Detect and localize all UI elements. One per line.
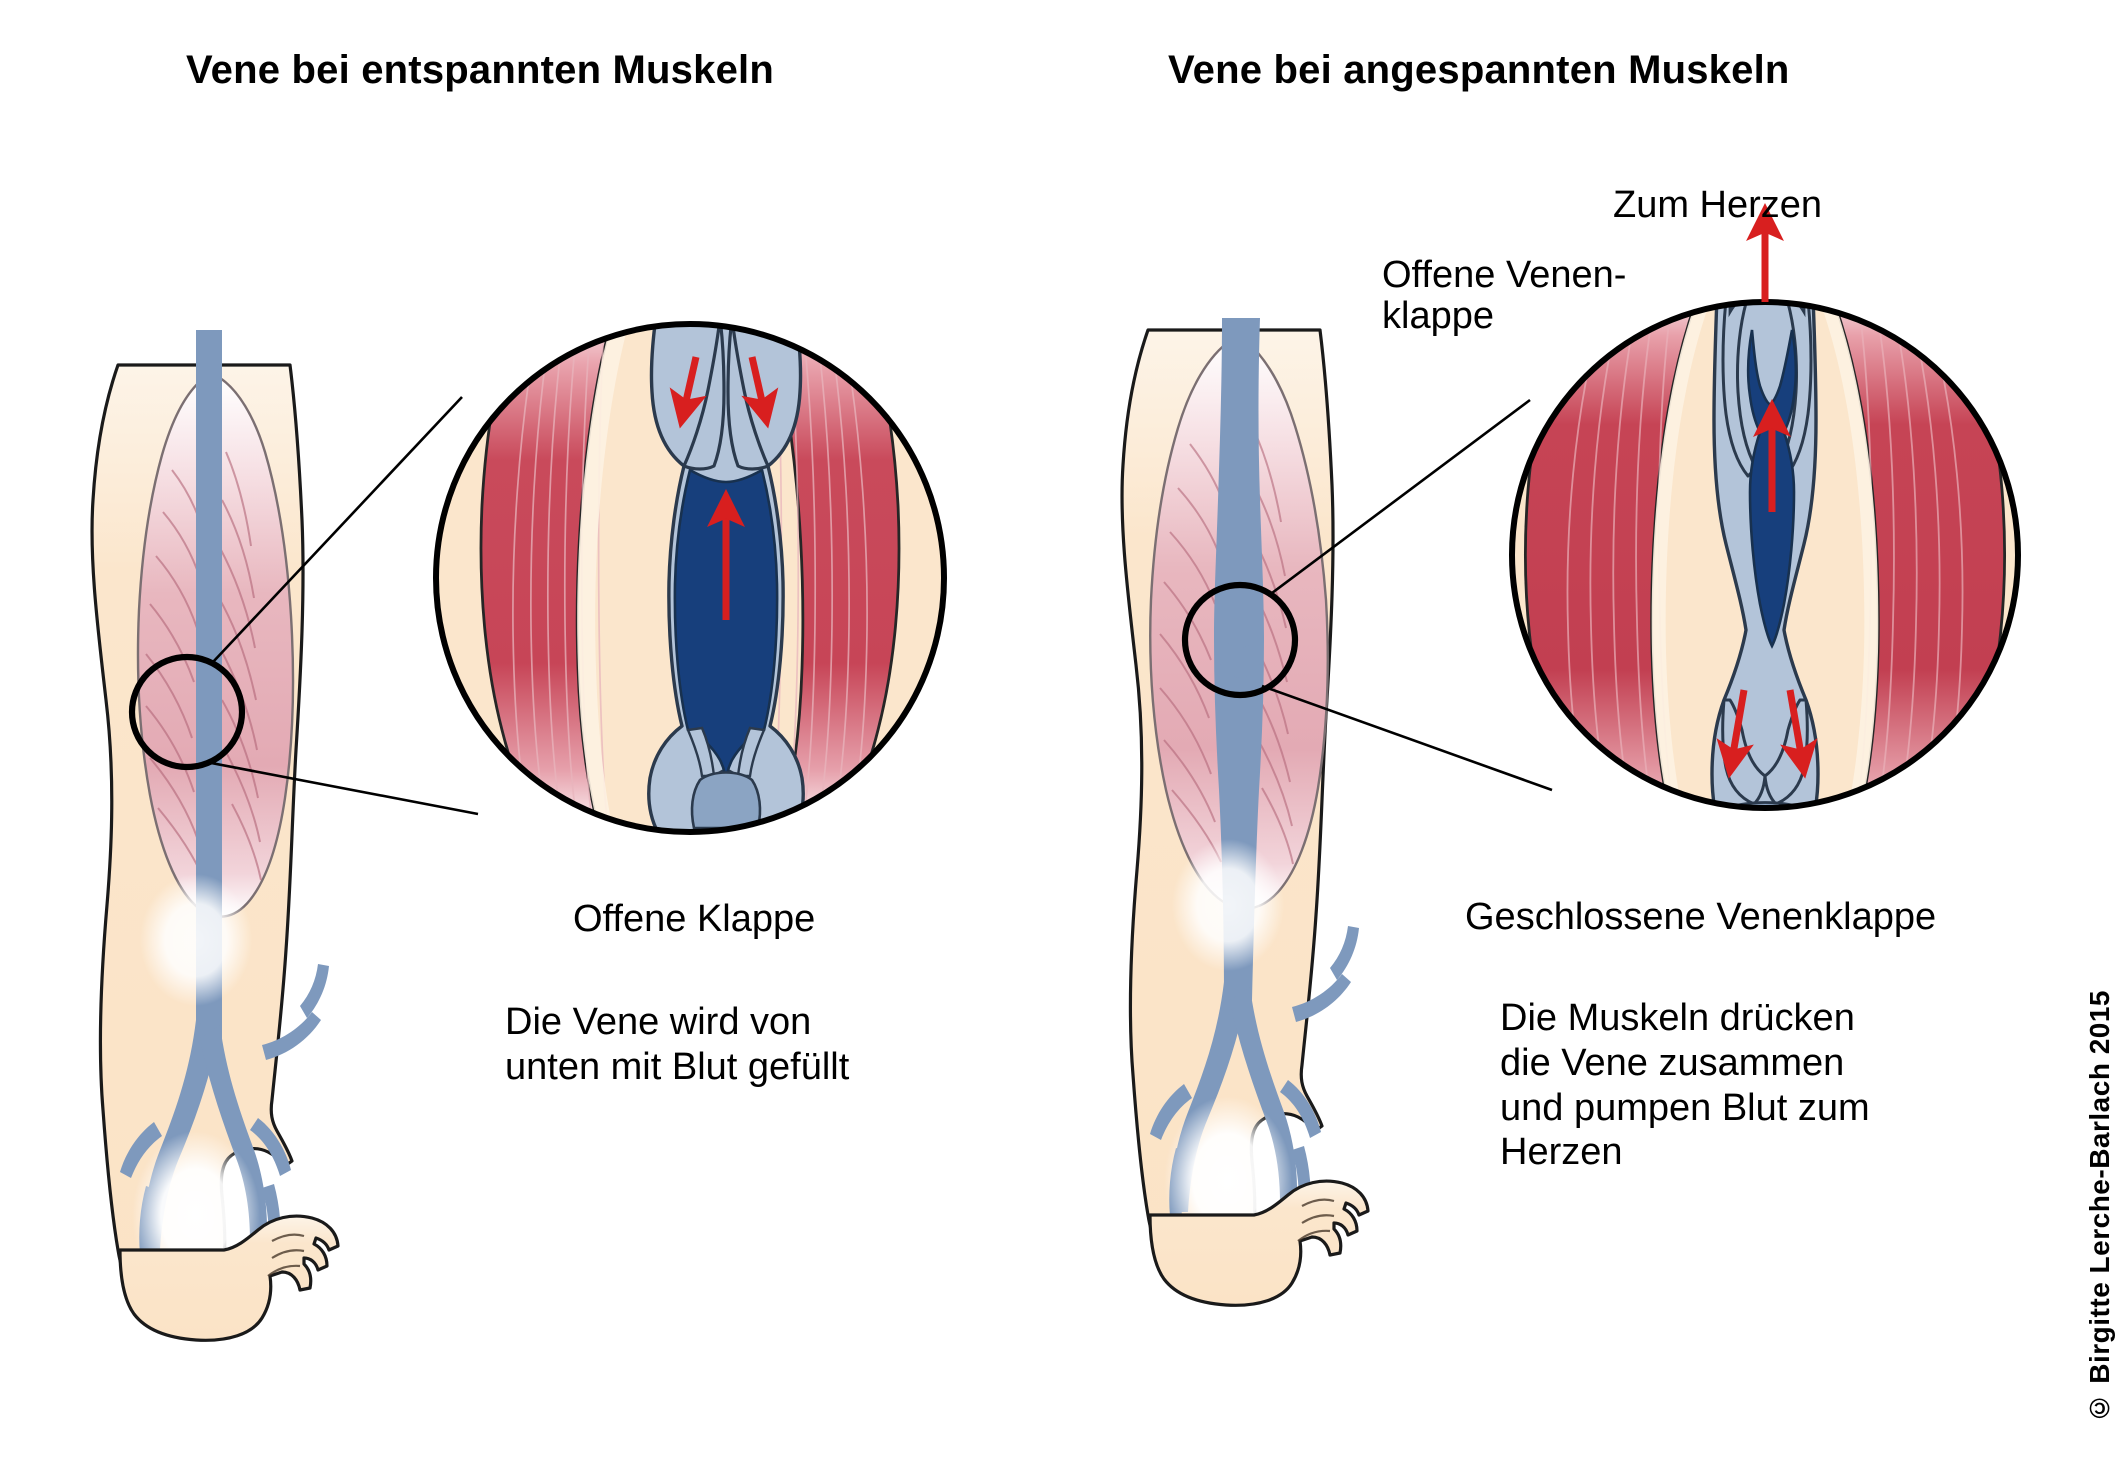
left-leg-vein [120,330,329,1254]
panel-description-relaxed: Die Vene wird von unten mit Blut gefüllt [505,1001,850,1088]
copyright-notice: © Birgitte Lerche-Barlach 2015 [2084,990,2115,1424]
valve-caption-relaxed: Offene Klappe [573,898,816,940]
left-leg-illustration [90,330,479,1342]
callout-offene-venenklappe: Offene Venen- klappe [1382,254,1627,338]
magnifier-marker-right [1181,581,1299,699]
panel-title-relaxed: Vene bei entspannten Muskeln [186,48,774,92]
vein-closed-valve [1710,302,1820,808]
right-leg-vein [1150,318,1359,1216]
valve-caption-contracted: Geschlossene Venenklappe [1465,896,1937,938]
arrow-valve-right-down [741,356,779,429]
vein-open-valve [647,324,805,832]
arrow-valve-left-down-right [1716,689,1754,779]
arrow-valve-left-down [669,356,707,429]
magnifier-relaxed-vein [433,321,947,835]
magnifier-marker-left [128,653,246,771]
callout-zum-herzen: Zum Herzen [1613,184,1823,226]
right-leg-illustration [1120,318,1553,1307]
panel-title-contracted: Vene bei angespannten Muskeln [1168,48,1790,92]
panel-description-contracted: Die Muskeln drücken die Vene zusammen un… [1500,997,1870,1174]
arrow-valve-right-down-right [1780,689,1818,779]
